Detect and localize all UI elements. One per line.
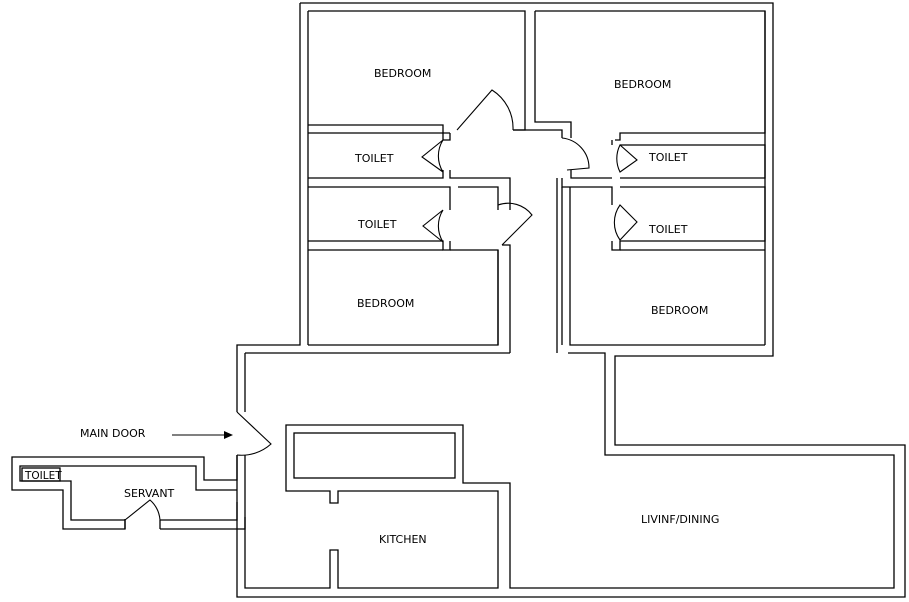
label-toilet-mid-left-1: TOILET [354,152,394,165]
outer-walls [236,2,906,598]
main-door-arrow [172,431,233,439]
servant-block [11,455,246,530]
upper-rooms [308,10,766,346]
label-bedroom-lower-right: BEDROOM [651,304,708,317]
label-kitchen: KITCHEN [379,533,427,546]
label-main-door: MAIN DOOR [80,427,146,440]
label-toilet-mid-left-2: TOILET [357,218,397,231]
label-toilet-mid-right-1: TOILET [648,151,688,164]
door-toilet-right-1 [616,144,638,173]
label-servant: SERVANT [124,487,175,500]
door-main [236,411,272,456]
arrow-head-icon [224,431,233,439]
label-bedroom-top-right: BEDROOM [614,78,671,91]
door-servant [124,499,161,521]
label-living-dining: LIVINF/DINING [641,513,719,526]
door-toilet-left-2 [422,209,444,243]
door-corridor-right [561,137,590,171]
room-labels: BEDROOM BEDROOM TOILET TOILET TOILET TOI… [24,67,719,546]
label-bedroom-lower-left: BEDROOM [357,297,414,310]
label-servant-toilet: TOILET [24,470,62,482]
door-toilet-right-2 [613,204,638,241]
door-top-corridor [456,89,514,131]
label-toilet-mid-right-2: TOILET [648,223,688,236]
label-bedroom-top-left: BEDROOM [374,67,431,80]
kitchen-block [293,432,456,479]
door-toilet-left-1 [421,139,444,173]
door-bedroom-left-lower [497,202,533,246]
door-swings [124,89,638,521]
